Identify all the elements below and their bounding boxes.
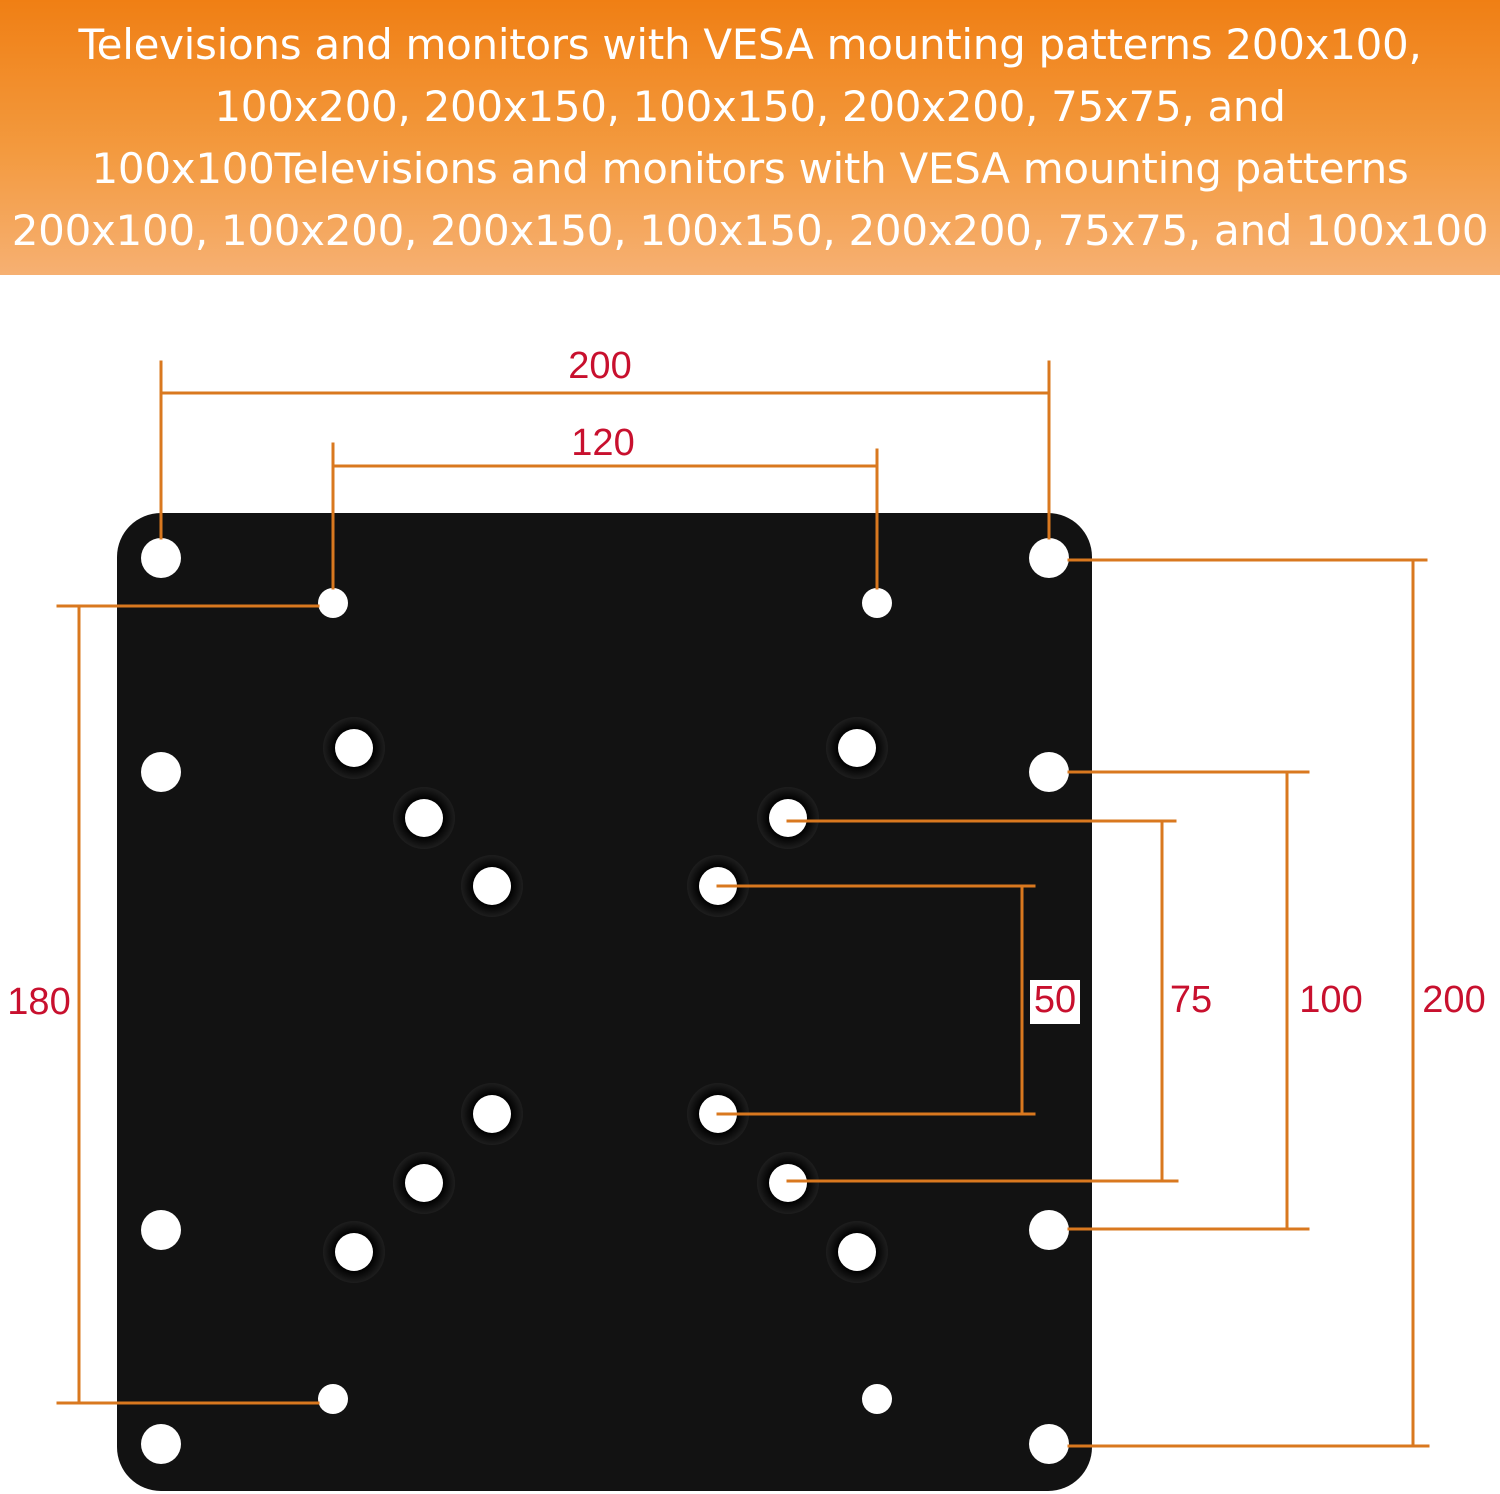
hole-120-top-left [318, 588, 348, 618]
dim-label-height-75: 75 [1170, 979, 1212, 1021]
outer-holes [141, 538, 1069, 1464]
hole-edge-left-lower [141, 1210, 181, 1250]
hole-200-bottom-left [141, 1424, 181, 1464]
header-text: Televisions and monitors with VESA mount… [11, 19, 1489, 255]
hole-edge-left-upper [141, 752, 181, 792]
dim-label-height-100: 100 [1299, 979, 1362, 1021]
dim-line-width-200 [159, 360, 1051, 540]
mounting-plate [117, 513, 1092, 1491]
hole-50-top-left [461, 855, 523, 917]
dim-label-height-180: 180 [7, 981, 70, 1023]
hole-200-bottom-right [1029, 1424, 1069, 1464]
hole-75-top-left [393, 787, 455, 849]
hole-edge-right-upper [1029, 752, 1069, 792]
dim-line-height-180 [56, 604, 320, 1405]
dim-label-width-200: 200 [568, 345, 631, 387]
dim-label-height-50: 50 [1034, 979, 1076, 1021]
dim-line-height-200 [1067, 558, 1430, 1448]
hole-120-bottom-right [862, 1384, 892, 1414]
dimension-lines [56, 360, 1430, 1448]
hole-edge-right-lower [1029, 1210, 1069, 1250]
small-holes [318, 588, 892, 1414]
dim-line-height-50 [716, 884, 1036, 1116]
hole-75-bottom-right [757, 1152, 819, 1214]
dimension-labels: 200 120 180 50 75 100 200 [7, 345, 1490, 1024]
dim-line-width-120 [331, 442, 879, 590]
dim-line-height-100 [1067, 770, 1310, 1231]
hole-200-top-right [1029, 538, 1069, 578]
hole-75-top-right [757, 787, 819, 849]
header-banner: Televisions and monitors with VESA mount… [0, 0, 1500, 275]
hole-100-top-right [826, 717, 888, 779]
countersunk-holes [323, 717, 888, 1283]
dim-line-height-75 [786, 819, 1179, 1183]
hole-120-bottom-left [318, 1384, 348, 1414]
dim-label-width-120: 120 [571, 422, 634, 464]
hole-100-bottom-left [323, 1221, 385, 1283]
hole-120-top-right [862, 588, 892, 618]
dim-label-height-200: 200 [1422, 979, 1485, 1021]
hole-200-top-left [141, 538, 181, 578]
hole-100-top-left [323, 717, 385, 779]
hole-50-bottom-left [461, 1083, 523, 1145]
hole-75-bottom-left [393, 1152, 455, 1214]
hole-100-bottom-right [826, 1221, 888, 1283]
